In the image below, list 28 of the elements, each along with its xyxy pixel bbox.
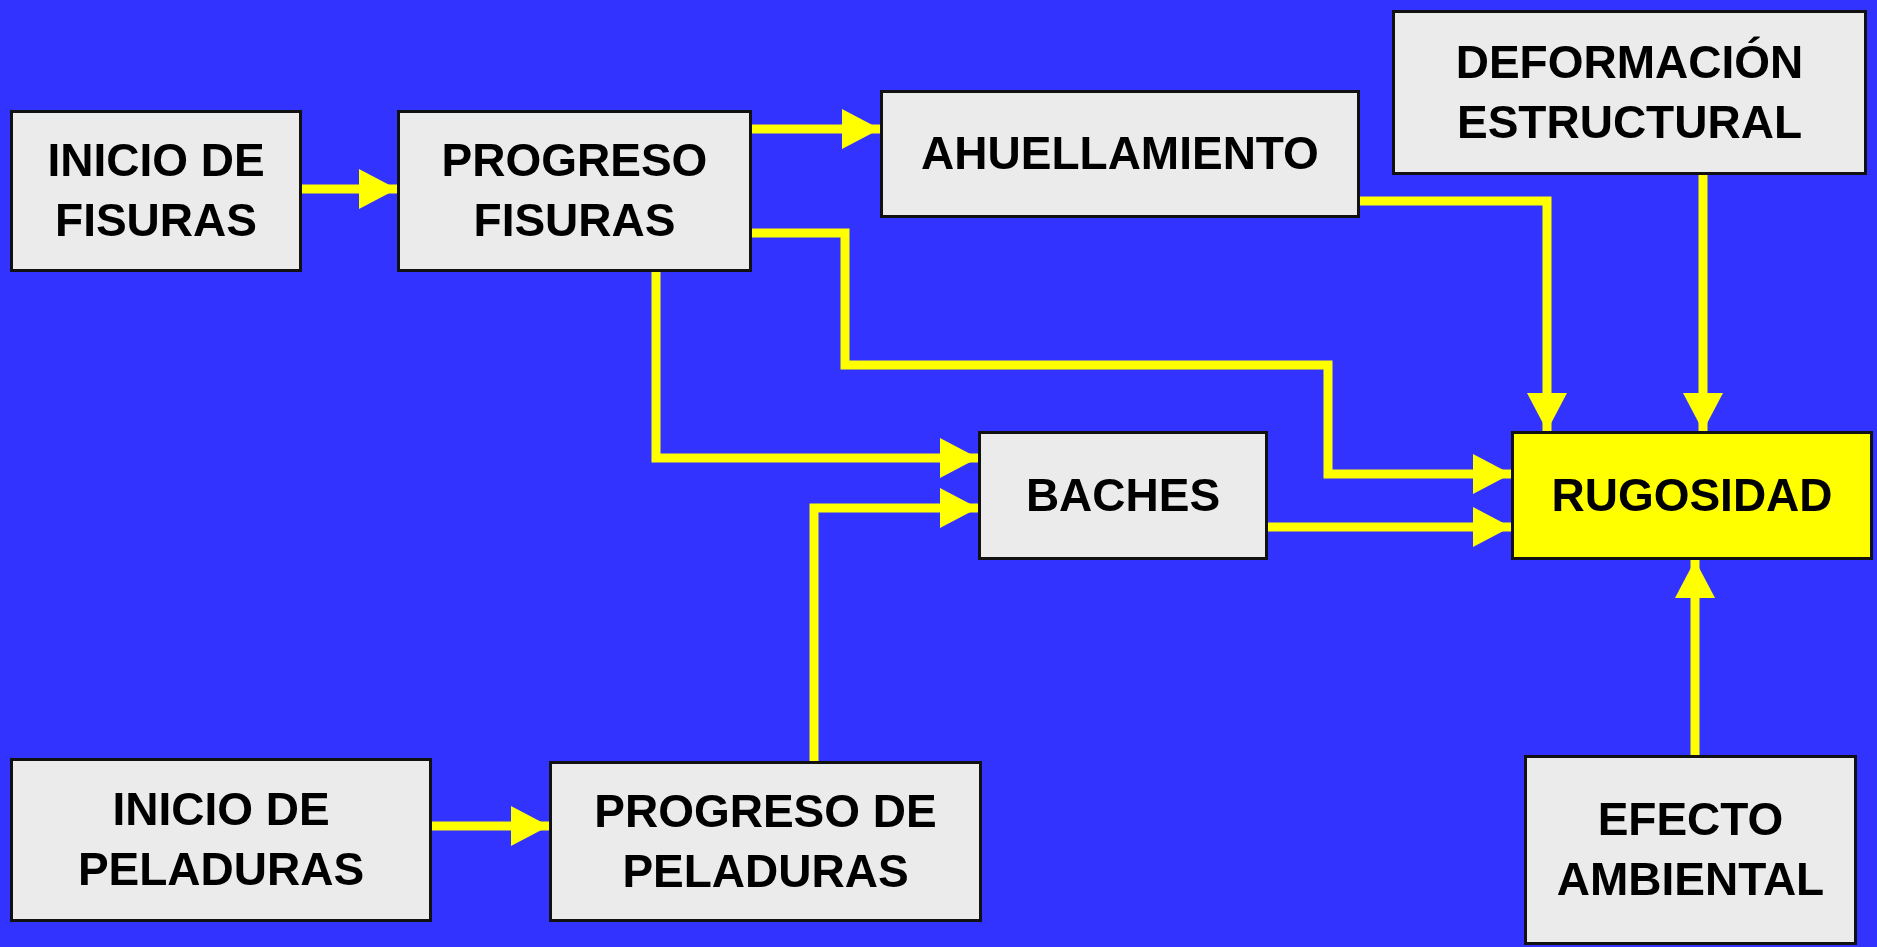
- node-label: PROGRESO DE PELADURAS: [593, 783, 938, 899]
- process-box: [10, 110, 302, 272]
- arrow: [1683, 175, 1723, 431]
- process-box: [10, 758, 432, 922]
- node-label: AHUELLAMIENTO: [920, 126, 1320, 182]
- arrow: [752, 109, 880, 149]
- arrow: [752, 228, 1511, 494]
- arrow: [809, 488, 978, 761]
- arrow: [1268, 507, 1511, 547]
- arrow: [1360, 196, 1567, 431]
- arrow: [1675, 560, 1715, 755]
- node-label: BACHES: [1024, 467, 1222, 523]
- node-label: EFECTO AMBIENTAL: [1555, 792, 1826, 907]
- process-box: [1524, 755, 1857, 945]
- node-label: INICIO DE PELADURAS: [76, 782, 366, 897]
- arrow: [302, 169, 397, 209]
- node-label: PROGRESO FISURAS: [440, 133, 709, 248]
- node-label: INICIO DE FISURAS: [46, 133, 266, 248]
- process-box: [549, 761, 982, 922]
- highlighted-box: [1511, 431, 1873, 560]
- node-label: RUGOSIDAD: [1550, 467, 1834, 523]
- process-box: [978, 431, 1268, 560]
- process-box: [1392, 10, 1867, 175]
- process-box: [880, 90, 1360, 218]
- arrow: [432, 806, 549, 846]
- arrow: [651, 272, 978, 478]
- node-label: DEFORMACIÓN ESTRUCTURAL: [1454, 34, 1805, 150]
- process-box: [397, 110, 752, 272]
